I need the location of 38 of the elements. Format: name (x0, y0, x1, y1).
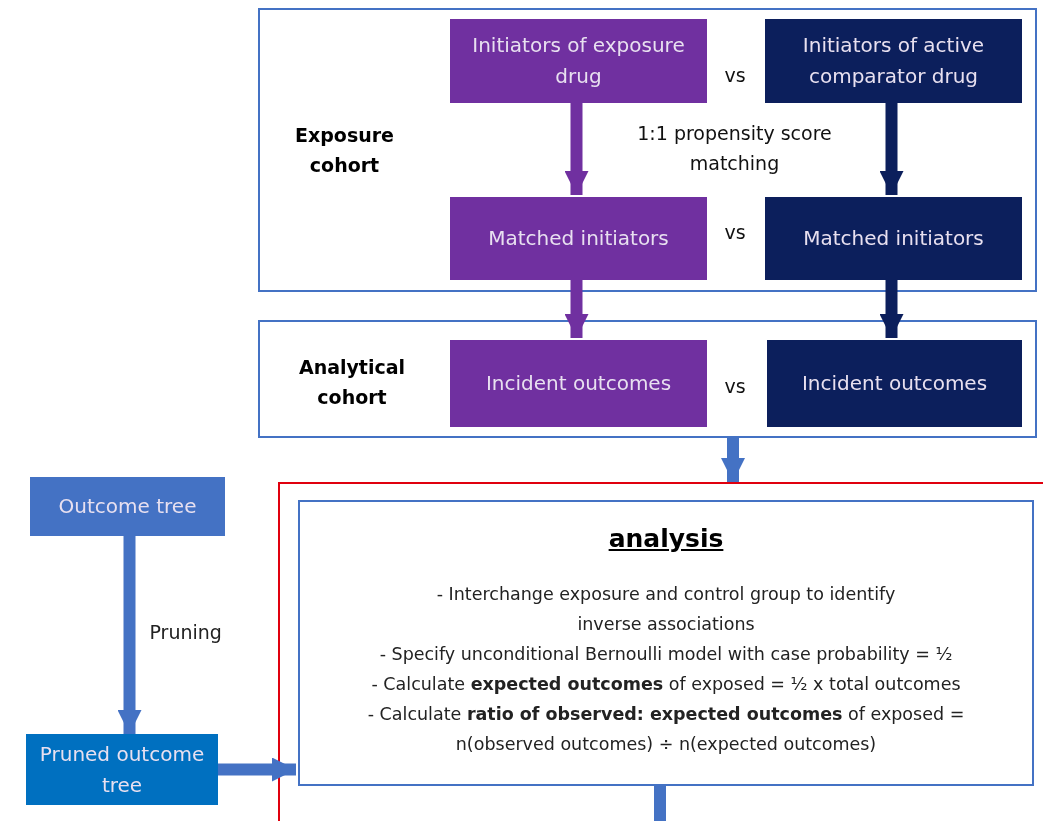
note-text: 1:1 propensity score matching (636, 121, 833, 176)
process-box (765, 19, 1022, 103)
vs-label: vs (723, 220, 747, 245)
box-text: Initiators of active comparator drug (801, 32, 986, 90)
arrow (218, 757, 296, 782)
process-box (450, 197, 707, 280)
process-box (30, 477, 225, 536)
analysis-title: analysis (608, 524, 724, 553)
bullet-text: - Specify unconditional Bernoulli model with case probability = ½ (379, 643, 953, 666)
cohort-heading: Exposure cohort (294, 123, 395, 178)
box-text: Outcome tree (58, 493, 197, 520)
arrow (564, 278, 589, 338)
arrow (721, 438, 745, 482)
process-box (26, 734, 218, 805)
analysis-panel (298, 500, 1034, 786)
highlight-frame (278, 482, 1043, 821)
box-text: Matched initiators (803, 225, 984, 252)
process-box (450, 19, 707, 103)
box-text: Pruned outcome tree (38, 740, 206, 799)
box-text: Initiators of exposure drug (471, 32, 686, 90)
vs-label: vs (723, 374, 747, 399)
process-box (767, 340, 1022, 427)
arrow (879, 278, 904, 338)
box-text: Incident outcomes (801, 370, 988, 397)
bullet-text: - Calculate ratio of observed: expected outcomes of exposed = n(observed outcomes) ÷ n(expected outcomes) (366, 703, 966, 756)
cohort-heading: Analytical cohort (297, 355, 407, 410)
cohort-panel (258, 320, 1037, 438)
bullet-text: - Calculate expected outcomes of exposed = ½ x total outcomes (371, 673, 961, 696)
bullet-text: - Interchange exposure and control group to identify inverse associations (436, 583, 896, 636)
box-text: Incident outcomes (485, 370, 672, 397)
process-box (765, 197, 1022, 280)
arrow (879, 101, 904, 195)
arrow (117, 536, 142, 734)
arrow (564, 101, 589, 195)
vs-label: vs (723, 63, 747, 88)
box-text: Matched initiators (488, 225, 669, 252)
cohort-panel (258, 8, 1037, 292)
process-box (450, 340, 707, 427)
